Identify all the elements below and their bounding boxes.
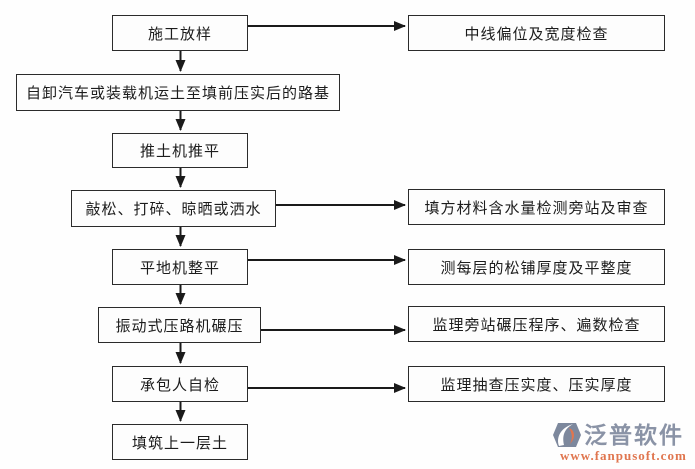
check-node-centerline-width-check: 中线偏位及宽度检查 xyxy=(408,15,665,51)
flow-node-fill-next-layer: 填筑上一层土 xyxy=(112,424,248,460)
check-node-rolling-procedure-pass-check: 监理旁站碾压程序、遍数检查 xyxy=(408,306,665,342)
flow-node-bulldozer-leveling: 推土机推平 xyxy=(112,133,248,168)
fanpu-watermark: 泛普软件 www.fanpusoft.com xyxy=(552,420,692,464)
flow-node-loosen-crush-dry-water: 敲松、打碎、晾晒或洒水 xyxy=(71,190,276,227)
flow-node-haul-soil-to-subgrade: 自卸汽车或装载机运土至填前压实后的路基 xyxy=(16,74,340,111)
check-node-compaction-degree-thickness: 监理抽查压实度、压实厚度 xyxy=(408,366,665,402)
fanpu-logo-icon xyxy=(553,423,581,447)
flow-node-vibratory-roller-compaction: 振动式压路机碾压 xyxy=(98,307,261,343)
check-node-moisture-content-witness: 填方材料含水量检测旁站及审查 xyxy=(408,189,665,225)
check-node-loose-thickness-flatness: 测每层的松铺厚度及平整度 xyxy=(408,249,665,285)
fanpu-url-text: www.fanpusoft.com xyxy=(560,448,687,463)
flow-node-construction-setting-out: 施工放样 xyxy=(112,15,248,51)
fanpu-brand-text: 泛普软件 xyxy=(584,422,684,448)
flow-node-contractor-self-inspection: 承包人自检 xyxy=(112,366,248,402)
flow-node-grader-leveling: 平地机整平 xyxy=(112,249,248,285)
